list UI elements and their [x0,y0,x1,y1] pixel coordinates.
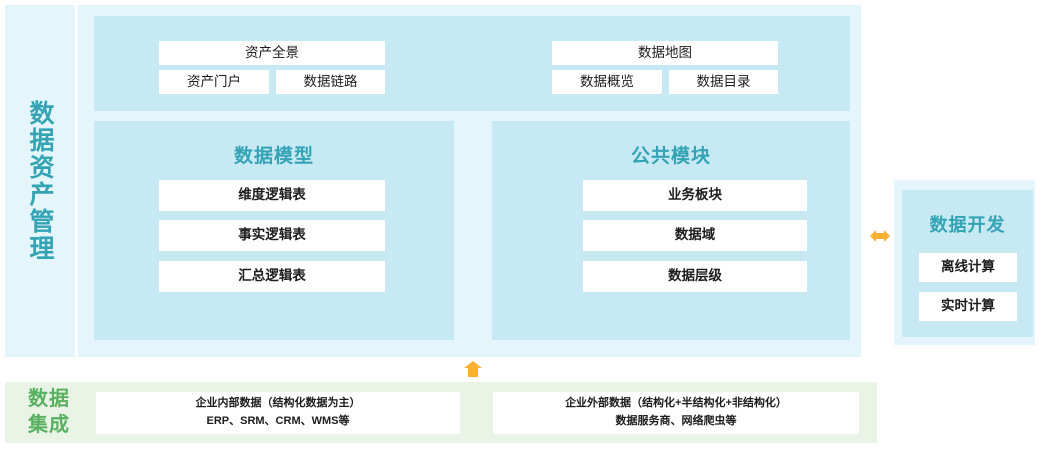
double-arrow-horizontal-icon [870,230,890,242]
data-integration-side-label: 数据 集成 [28,386,84,440]
data-asset-management-side-label: 数据资产管理 [26,100,54,262]
data-integration-label-line2: 集成 [28,414,70,436]
chip-asset-panorama[interactable]: 资产全景 [159,41,385,65]
chip-data-overview[interactable]: 数据概览 [552,70,662,94]
internal-data-line2: ERP、SRM、CRM、WMS等 [206,415,350,427]
data-model-group-box: 数据模型 [94,121,454,340]
chip-asset-portal[interactable]: 资产门户 [159,70,269,94]
external-data-line1: 企业外部数据（结构化+半结构化+非结构化） [565,397,787,410]
internal-data-line1: 企业内部数据（结构化数据为主） [195,397,361,410]
chip-data-lineage[interactable]: 数据链路 [276,70,385,94]
data-integration-label-line1: 数据 [28,388,70,411]
arrow-up-icon [464,361,482,377]
internal-data-box[interactable]: 企业内部数据（结构化数据为主） ERP、SRM、CRM、WMS等 [96,392,460,434]
external-data-line2: 数据服务商、网络爬虫等 [615,415,737,427]
chip-realtime-computing[interactable]: 实时计算 [919,292,1017,321]
public-module-title: 公共模块 [630,146,711,167]
chip-offline-computing[interactable]: 离线计算 [919,253,1017,282]
chip-data-layer[interactable]: 数据层级 [583,261,807,292]
chip-summary-logic-table[interactable]: 汇总逻辑表 [159,261,385,292]
chip-data-domain[interactable]: 数据域 [583,220,807,251]
chip-fact-logic-table[interactable]: 事实逻辑表 [159,220,385,251]
data-development-title: 数据开发 [929,215,1006,235]
chip-data-catalog[interactable]: 数据目录 [669,70,778,94]
panel-divider [75,5,78,357]
chip-dimension-logic-table[interactable]: 维度逻辑表 [159,180,385,211]
chip-business-sector[interactable]: 业务板块 [583,180,807,211]
chip-data-map[interactable]: 数据地图 [552,41,778,65]
data-model-title: 数据模型 [233,146,314,167]
external-data-box[interactable]: 企业外部数据（结构化+半结构化+非结构化） 数据服务商、网络爬虫等 [493,392,859,434]
